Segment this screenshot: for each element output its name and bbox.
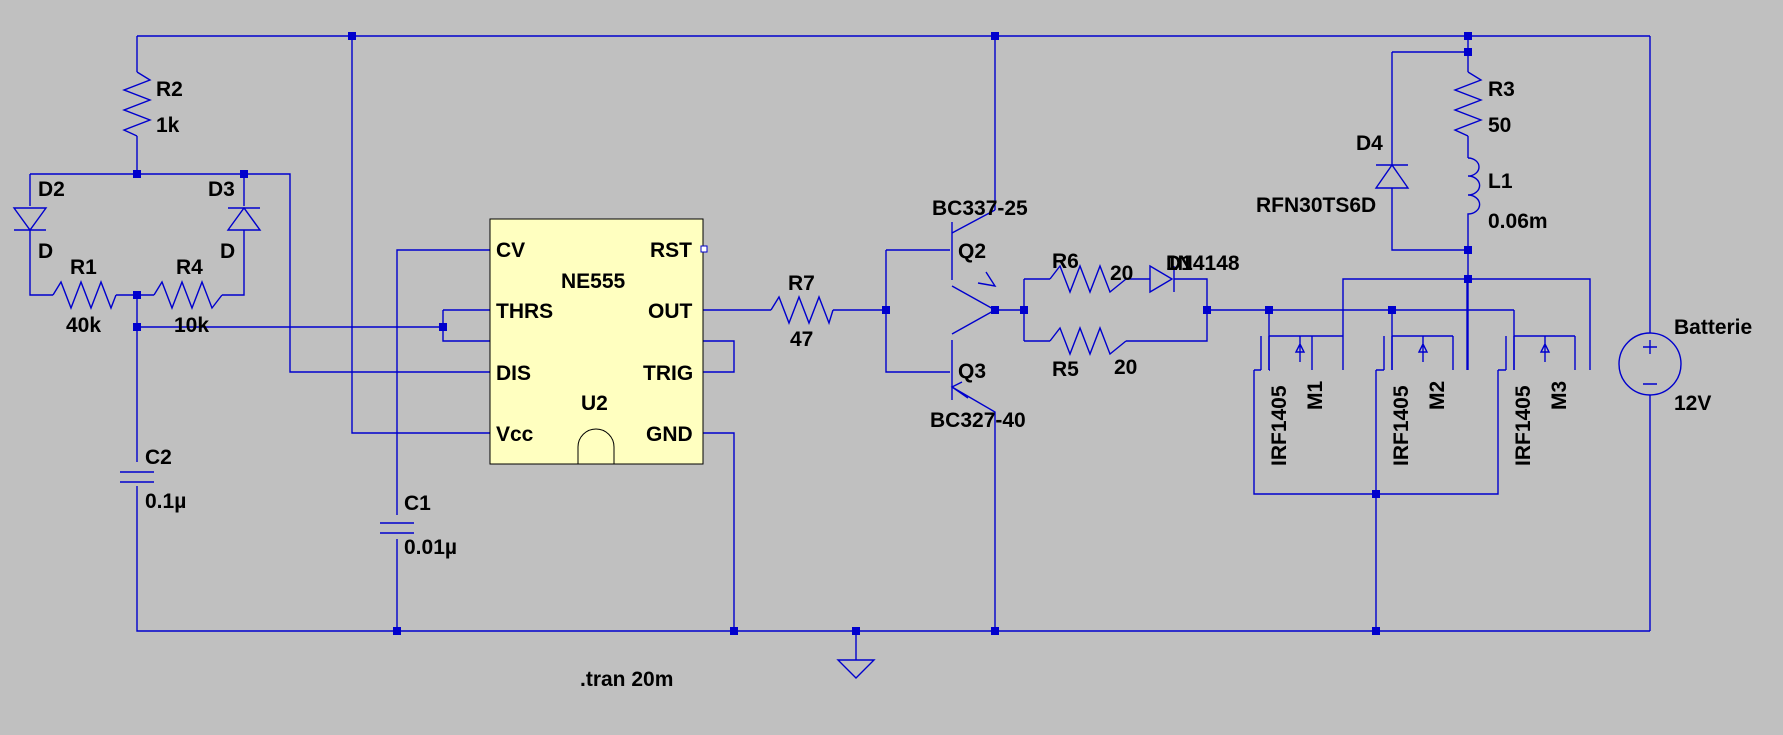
ic-ref: U2: [581, 392, 608, 415]
q2-ref: Q2: [958, 240, 986, 263]
r7-value: 47: [790, 328, 813, 351]
mosfet-m1[interactable]: IRF1405 M1: [1254, 335, 1343, 466]
pin-trig: TRIG: [643, 362, 693, 385]
battery-v1[interactable]: Batterie 12V: [1618, 316, 1752, 415]
d2-ref: D2: [38, 178, 65, 201]
r2-value: 1k: [156, 114, 180, 137]
pin-vcc: Vcc: [496, 423, 534, 446]
r2-ref: R2: [156, 78, 183, 101]
r1-value: 40k: [66, 314, 101, 337]
inductor-l1[interactable]: L1 0.06m: [1467, 157, 1548, 233]
d1-ref: D1: [1166, 252, 1193, 275]
r5-value: 20: [1114, 356, 1137, 379]
pin-cv: CV: [496, 239, 525, 262]
ic-ne555[interactable]: NE555 U2 CV RST THRS OUT DIS TRIG Vcc GN…: [489, 218, 708, 465]
d3-ref: D3: [208, 178, 235, 201]
resistor-r4[interactable]: R4 10k: [153, 256, 223, 337]
r6-ref: R6: [1052, 250, 1079, 273]
m1-value: IRF1405: [1268, 385, 1291, 466]
resistor-r6[interactable]: R6 20: [1049, 250, 1133, 294]
l1-value: 0.06m: [1488, 210, 1548, 233]
r7-ref: R7: [788, 272, 815, 295]
pin-out: OUT: [648, 300, 693, 323]
transistor-q3[interactable]: Q3 BC327-40: [930, 340, 1026, 432]
capacitor-c1[interactable]: C1 0.01µ: [380, 492, 457, 559]
wires: [29, 35, 1651, 660]
capacitor-c2[interactable]: C2 0.1µ: [120, 446, 186, 513]
ground-symbol: [836, 659, 876, 679]
diode-d4[interactable]: D4 RFN30TS6D: [1256, 132, 1410, 217]
d4-ref: D4: [1356, 132, 1383, 155]
m3-ref: M3: [1548, 381, 1571, 410]
transistor-q2[interactable]: BC337-25 Q2: [932, 197, 1028, 287]
c2-value: 0.1µ: [145, 490, 186, 513]
m1-ref: M1: [1304, 381, 1327, 410]
resistor-r7[interactable]: R7 47: [770, 272, 834, 351]
r6-value: 20: [1110, 262, 1133, 285]
r5-ref: R5: [1052, 358, 1079, 381]
m2-ref: M2: [1426, 381, 1449, 410]
diode-d1[interactable]: D1 1N4148: [1149, 252, 1240, 294]
mosfet-m3[interactable]: IRF1405 M3: [1498, 335, 1576, 466]
battery-value: 12V: [1674, 392, 1711, 415]
mosfet-m2[interactable]: IRF1405 M2: [1376, 335, 1454, 466]
rst-pin-marker: [700, 245, 708, 253]
c1-value: 0.01µ: [404, 536, 457, 559]
pin-gnd: GND: [646, 423, 693, 446]
r3-value: 50: [1488, 114, 1511, 137]
l1-ref: L1: [1488, 170, 1513, 193]
resistor-r1[interactable]: R1 40k: [52, 256, 117, 337]
d1-value: 1N4148: [1166, 252, 1240, 275]
q3-value: BC327-40: [930, 409, 1026, 432]
r1-ref: R1: [70, 256, 97, 279]
m3-value: IRF1405: [1512, 385, 1535, 466]
pin-rst: RST: [650, 239, 692, 262]
c1-ref: C1: [404, 492, 431, 515]
diode-d3[interactable]: D3 D: [208, 178, 262, 263]
ic-part: NE555: [561, 270, 626, 293]
q2-value: BC337-25: [932, 197, 1028, 220]
r3-ref: R3: [1488, 78, 1515, 101]
c2-ref: C2: [145, 446, 172, 469]
r4-ref: R4: [176, 256, 203, 279]
d2-value: D: [38, 240, 53, 263]
battery-ref: Batterie: [1674, 316, 1752, 339]
pin-thrs: THRS: [496, 300, 553, 323]
r4-value: 10k: [174, 314, 209, 337]
d4-value: RFN30TS6D: [1256, 194, 1376, 217]
resistor-r3[interactable]: R3 50: [1453, 71, 1515, 137]
spice-directive[interactable]: .tran 20m: [580, 668, 673, 691]
resistor-r2[interactable]: R2 1k: [122, 71, 183, 137]
diode-d2[interactable]: D2 D: [12, 178, 65, 263]
m2-value: IRF1405: [1390, 385, 1413, 466]
d3-value: D: [220, 240, 235, 263]
pin-dis: DIS: [496, 362, 531, 385]
q3-ref: Q3: [958, 360, 986, 383]
resistor-r5[interactable]: R5 20: [1049, 326, 1137, 381]
junction-dots: [133, 32, 1472, 635]
